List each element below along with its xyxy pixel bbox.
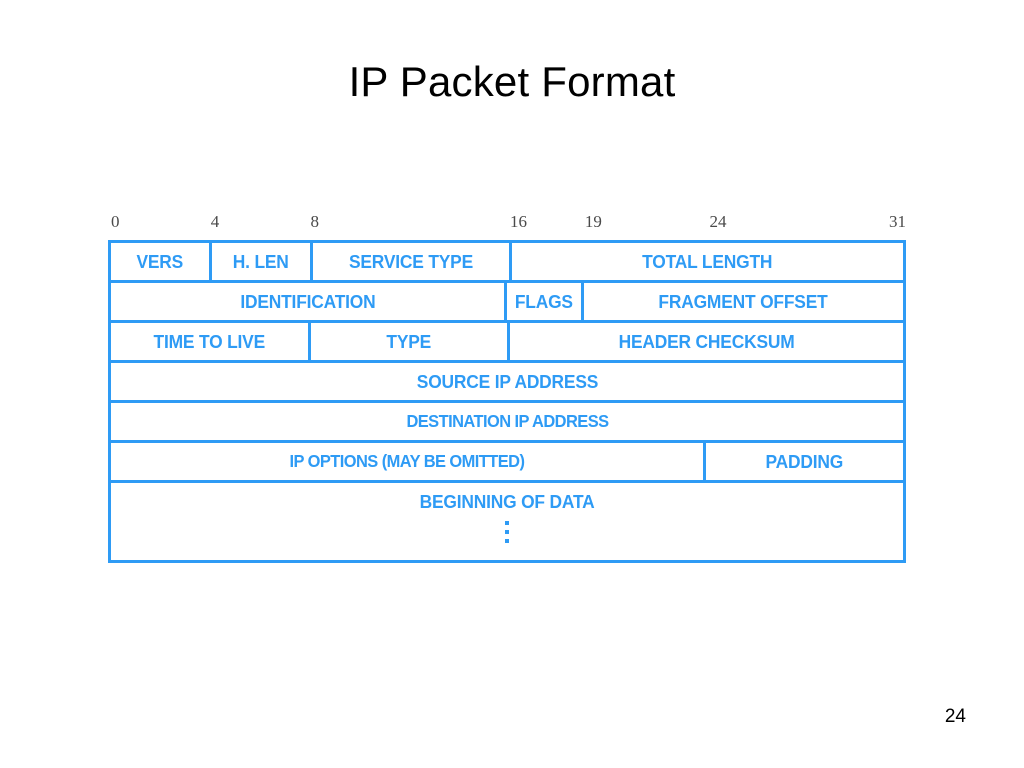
field-cell-identification: IDENTIFICATION (111, 283, 507, 320)
field-cell-source-ip-address: SOURCE IP ADDRESS (111, 363, 903, 400)
bit-tick-0: 0 (111, 212, 120, 231)
slide-page-number: 24 (944, 706, 966, 727)
field-label: DESTINATION IP ADDRESS (405, 411, 609, 431)
field-label: SOURCE IP ADDRESS (416, 370, 598, 392)
field-cell-h-len: H. LEN (212, 243, 313, 280)
row-word-5: DESTINATION IP ADDRESS (111, 403, 906, 443)
field-cell-beginning-of-data: BEGINNING OF DATA (111, 483, 903, 560)
field-label: FLAGS (514, 290, 573, 312)
field-label: H. LEN (232, 250, 289, 272)
bit-tick-31: 31 (889, 212, 906, 231)
bit-tick-19: 19 (584, 212, 602, 231)
field-label: PADDING (765, 450, 844, 472)
field-cell-time-to-live: TIME TO LIVE (111, 323, 311, 360)
packet-field-table: VERS H. LEN SERVICE TYPE TOTAL LENGTH IDENTI… (108, 240, 906, 563)
field-cell-total-length: TOTAL LENGTH (512, 243, 904, 280)
ip-packet-format-diagram: 0 4 8 16 19 24 31 VERS H. LEN SERVICE TYPE TOTAL … (108, 212, 906, 563)
bit-tick-24: 24 (709, 212, 727, 231)
field-cell-ip-options-may-be-omitted: IP OPTIONS (MAY BE OMITTED) (111, 443, 706, 480)
field-label: SERVICE TYPE (348, 250, 473, 272)
field-label: VERS (136, 250, 184, 272)
field-cell-flags: FLAGS (507, 283, 584, 320)
field-label: TIME TO LIVE (153, 330, 266, 352)
row-word-1: VERS H. LEN SERVICE TYPE TOTAL LENGTH (111, 243, 906, 283)
page-title: IP Packet Format (348, 58, 676, 105)
row-word-2: IDENTIFICATION FLAGS FRAGMENT OFFSET (111, 283, 906, 323)
field-label: TOTAL LENGTH (642, 250, 773, 272)
field-cell-vers: VERS (111, 243, 212, 280)
field-label: HEADER CHECKSUM (618, 330, 795, 352)
bit-tick-4: 4 (210, 212, 220, 231)
field-label: TYPE (386, 330, 432, 352)
field-cell-destination-ip-address: DESTINATION IP ADDRESS (111, 403, 903, 440)
bit-tick-8: 8 (310, 212, 320, 231)
row-data: BEGINNING OF DATA (111, 483, 906, 563)
field-cell-fragment-offset: FRAGMENT OFFSET (584, 283, 903, 320)
field-label: IDENTIFICATION (239, 290, 376, 312)
row-word-4: SOURCE IP ADDRESS (111, 363, 906, 403)
field-label: FRAGMENT OFFSET (658, 290, 828, 312)
row-word-6: IP OPTIONS (MAY BE OMITTED) PADDING (111, 443, 906, 483)
row-word-3: TIME TO LIVE TYPE HEADER CHECKSUM (111, 323, 906, 363)
field-label: BEGINNING OF DATA (419, 491, 595, 512)
vertical-ellipsis-icon (505, 521, 509, 543)
field-label: IP OPTIONS (MAY BE OMITTED) (289, 451, 525, 471)
field-cell-padding: PADDING (706, 443, 903, 480)
field-cell-service-type: SERVICE TYPE (313, 243, 512, 280)
bit-position-ruler: 0 4 8 16 19 24 31 (108, 212, 906, 240)
field-cell-header-checksum: HEADER CHECKSUM (510, 323, 903, 360)
field-cell-type: TYPE (311, 323, 510, 360)
bit-tick-16: 16 (510, 212, 527, 231)
